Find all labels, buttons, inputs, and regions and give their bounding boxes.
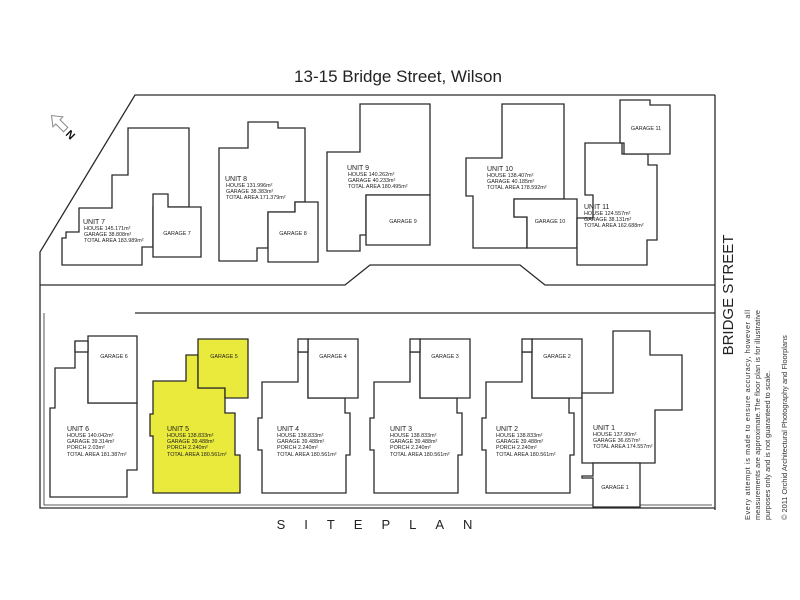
units-u10-total: TOTAL AREA 178.592m² (487, 185, 547, 191)
unit-1[interactable]: UNIT 1 HOUSE 137.90m² GARAGE 36.657m² TO… (581, 330, 683, 508)
unit-8[interactable]: UNIT 8 HOUSE 131.996m² GARAGE 38.383m² T… (218, 121, 319, 263)
units-u6-garage: GARAGE 39.314m² (67, 439, 115, 445)
units-u6-total: TOTAL AREA 181.387m² (67, 452, 127, 458)
units-u11-total: TOTAL AREA 162.688m² (584, 223, 644, 229)
garage-5 (197, 338, 249, 399)
units-u8-label: UNIT 8 (225, 176, 247, 183)
unit-4[interactable]: UNIT 4 HOUSE 138.833m² GARAGE 39.488m² P… (257, 338, 359, 494)
garage-10 (513, 198, 578, 249)
units-u11-garage_label: GARAGE 11 (631, 126, 661, 132)
garage-7 (152, 193, 202, 258)
units-u7-garage_label: GARAGE 7 (163, 231, 191, 237)
units-u11-garage: GARAGE 38.131m² (584, 217, 632, 223)
siteplan-label: SITEPLAN (277, 517, 492, 532)
plan-title: 13-15 Bridge Street, Wilson (294, 67, 502, 86)
units-u3-total: TOTAL AREA 180.561m² (390, 452, 450, 458)
units-u4-garage_label: GARAGE 4 (319, 354, 347, 360)
units-u8-total: TOTAL AREA 171.379m² (226, 195, 286, 201)
garage-4 (307, 338, 359, 399)
units-u9-house: HOUSE 140.262m² (348, 172, 395, 178)
units-u5-house: HOUSE 138.833m² (167, 433, 214, 439)
garage-6 (87, 335, 138, 404)
units-u2-garage_label: GARAGE 2 (543, 354, 571, 360)
units-u10-garage_label: GARAGE 10 (535, 219, 566, 225)
units-u9-total: TOTAL AREA 180.495m² (348, 184, 408, 190)
unit-7[interactable]: UNIT 7 HOUSE 145.171m² GARAGE 38.808m² T… (61, 127, 202, 266)
units-u3-porch: PORCH 2.240m² (390, 445, 431, 451)
units-u1-total: TOTAL AREA 174.557m² (593, 444, 653, 450)
units-u11-house: HOUSE 124.557m² (584, 211, 631, 217)
disclaimer-1: measurements are approximate.The floor p… (753, 310, 762, 520)
units-u4-garage: GARAGE 39.488m² (277, 439, 325, 445)
units-u1-garage: GARAGE 36.657m² (593, 438, 641, 444)
units-u7-label: UNIT 7 (83, 219, 105, 226)
units-u5-garage_label: GARAGE 5 (210, 354, 238, 360)
disclaimer-2: purposes only and is not guaranteed to s… (763, 371, 772, 520)
units-u9-garage: GARAGE 40.233m² (348, 178, 396, 184)
units-u3-garage: GARAGE 39.488m² (390, 439, 438, 445)
units-u2-label: UNIT 2 (496, 426, 518, 433)
units-u5-total: TOTAL AREA 180.561m² (167, 452, 227, 458)
units-u5-porch: PORCH 2.240m² (167, 445, 208, 451)
units-u2-porch: PORCH 2.240m² (496, 445, 537, 451)
units-u4-label: UNIT 4 (277, 426, 299, 433)
units-u1-garage_label: GARAGE 1 (601, 485, 629, 491)
units-u8-garage: GARAGE 38.383m² (226, 189, 274, 195)
units-u3-house: HOUSE 138.833m² (390, 433, 437, 439)
units-u10-house: HOUSE 138.407m² (487, 173, 534, 179)
units-u4-house: HOUSE 138.833m² (277, 433, 324, 439)
garage-11 (619, 99, 671, 155)
units-u6-porch: PORCH 2.03m² (67, 445, 105, 451)
street-label: BRIDGE STREET (720, 235, 737, 356)
units-u7-house: HOUSE 145.171m² (84, 226, 131, 232)
units-u2-garage: GARAGE 39.488m² (496, 439, 544, 445)
units-u3-label: UNIT 3 (390, 426, 412, 433)
unit-10[interactable]: UNIT 10 HOUSE 138.407m² GARAGE 40.185m² … (465, 103, 578, 249)
units-u11-label: UNIT 11 (584, 204, 610, 211)
units-u6-house: HOUSE 140.042m² (67, 433, 114, 439)
units-u8-house: HOUSE 131.996m² (226, 183, 273, 189)
units-u9-label: UNIT 9 (347, 165, 369, 172)
unit-5-highlighted[interactable]: UNIT 5 HOUSE 138.833m² GARAGE 39.488m² P… (149, 338, 249, 494)
garage-1 (581, 462, 641, 508)
units-u1-house: HOUSE 137.90m² (593, 432, 637, 438)
disclaimer: Every attempt is made to ensure accuracy… (743, 310, 789, 520)
units-u5-garage: GARAGE 39.488m² (167, 439, 215, 445)
units-u4-total: TOTAL AREA 180.561m² (277, 452, 337, 458)
units-u1-label: UNIT 1 (593, 425, 615, 432)
disclaimer-0: Every attempt is made to ensure accuracy… (743, 310, 752, 520)
units-u4-porch: PORCH 2.240m² (277, 445, 318, 451)
garage-8 (267, 201, 319, 263)
garage-3 (419, 338, 471, 399)
units-u7-garage: GARAGE 38.808m² (84, 232, 132, 238)
north-arrow-icon: N (50, 114, 77, 142)
units-u9-garage_label: GARAGE 9 (389, 219, 417, 225)
garage-2 (531, 338, 583, 399)
unit-3[interactable]: UNIT 3 HOUSE 138.833m² GARAGE 39.488m² P… (369, 338, 471, 494)
units-u10-label: UNIT 10 (487, 166, 513, 173)
unit-2[interactable]: UNIT 2 HOUSE 138.833m² GARAGE 39.488m² P… (481, 338, 583, 494)
copyright: © 2011 Orchid Architectural Photography … (780, 335, 789, 520)
units-u2-house: HOUSE 138.833m² (496, 433, 543, 439)
units-u8-garage_label: GARAGE 8 (279, 231, 307, 237)
unit-9[interactable]: UNIT 9 HOUSE 140.262m² GARAGE 40.233m² T… (326, 103, 431, 252)
unit-6[interactable]: UNIT 6 HOUSE 140.042m² GARAGE 39.314m² P… (49, 335, 138, 498)
units-u6-label: UNIT 6 (67, 426, 89, 433)
units-u3-garage_label: GARAGE 3 (431, 354, 459, 360)
units-u7-total: TOTAL AREA 183.989m² (84, 238, 144, 244)
units-u6-garage_label: GARAGE 6 (100, 354, 128, 360)
lot-boundaries (39, 94, 716, 510)
units-u10-garage: GARAGE 40.185m² (487, 179, 535, 185)
unit-11[interactable]: UNIT 11 HOUSE 124.557m² GARAGE 38.131m² … (576, 99, 671, 266)
units-u5-label: UNIT 5 (167, 426, 189, 433)
garage-9 (365, 194, 431, 246)
units-u2-total: TOTAL AREA 180.561m² (496, 452, 556, 458)
